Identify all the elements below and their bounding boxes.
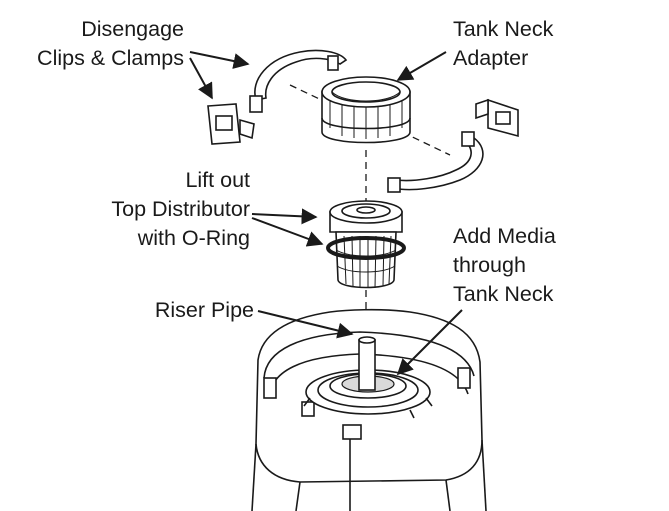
add-media-line-1: Add Media bbox=[453, 224, 556, 248]
tank-neck-adapter-label: Tank Neck Adapter bbox=[453, 15, 553, 73]
tank-neck-adapter bbox=[321, 76, 411, 144]
riser-pipe-label: Riser Pipe bbox=[100, 296, 254, 325]
add-media-line-3: Tank Neck bbox=[453, 282, 554, 306]
add-media-line-2: through bbox=[453, 253, 526, 277]
lift-out-line-1: Lift out bbox=[185, 168, 250, 192]
leader-lines bbox=[189, 51, 463, 376]
tank-neck-adapter-line-1: Tank Neck bbox=[453, 17, 554, 41]
left-clip bbox=[207, 103, 255, 145]
left-clamp bbox=[249, 49, 348, 113]
lift-out-top-distributor-label: Lift out Top Distributor with O-Ring bbox=[70, 166, 250, 253]
lift-out-line-2: Top Distributor bbox=[111, 197, 250, 221]
riser-pipe bbox=[358, 336, 376, 391]
tank-neck-adapter-line-2: Adapter bbox=[453, 46, 529, 70]
right-clamp bbox=[387, 131, 484, 193]
right-clip bbox=[475, 98, 519, 138]
add-media-label: Add Media through Tank Neck bbox=[453, 222, 556, 309]
disengage-clips-clamps-label: Disengage Clips & Clamps bbox=[12, 15, 184, 73]
top-distributor bbox=[326, 200, 406, 289]
disengage-line-1: Disengage bbox=[81, 17, 184, 41]
riser-pipe-line-1: Riser Pipe bbox=[154, 298, 254, 322]
lift-out-line-3: with O-Ring bbox=[137, 226, 250, 250]
disengage-line-2: Clips & Clamps bbox=[37, 46, 184, 70]
